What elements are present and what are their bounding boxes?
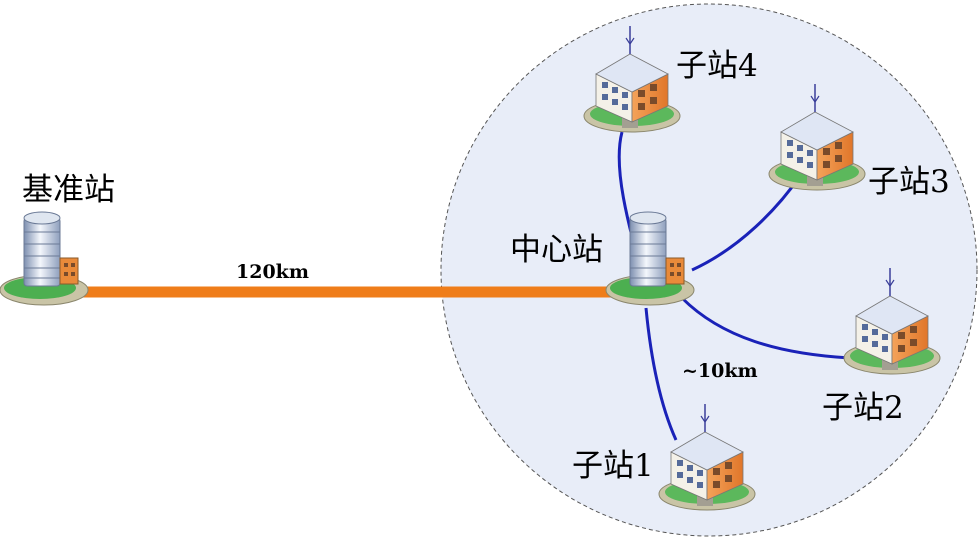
sub-station-4-label: 子站4 (676, 48, 758, 84)
link-to-sub-station-2 (680, 296, 851, 360)
link-to-sub-station-1 (644, 307, 678, 441)
sub-station-1-label: 子站1 (572, 448, 654, 484)
reference-station-icon (0, 211, 89, 306)
local-link-distance-label: ~10km (682, 360, 758, 382)
central-station-label: 中心站 (510, 232, 603, 268)
sub-station-3-label: 子站3 (868, 164, 950, 200)
reference-station-label: 基准站 (22, 172, 115, 208)
long-link-distance-label: 120km (236, 261, 309, 283)
sub-station-2-label: 子站2 (822, 390, 904, 426)
